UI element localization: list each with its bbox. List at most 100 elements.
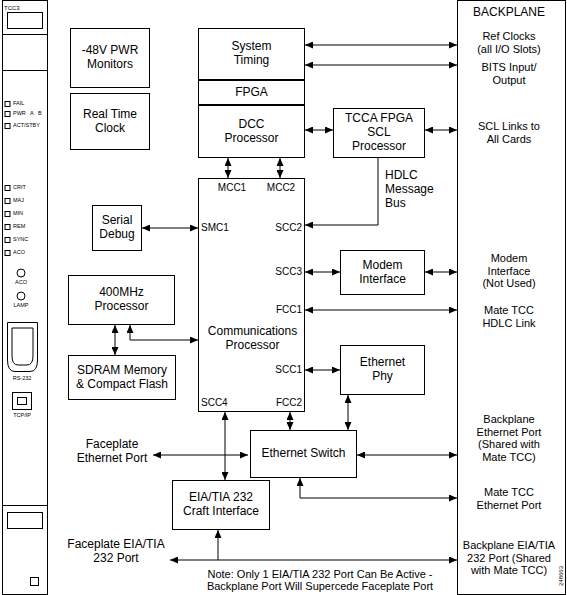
connector (305, 272, 340, 273)
node-text: -48V PWR Monitors (75, 44, 145, 72)
backplane-panel: BACKPLANE Ref Clocks (all I/O Slots) BITS … (457, 0, 566, 595)
node-text: Backplane EIA/TIA 232 Port (Shared with … (460, 539, 558, 577)
faceplate-title: TCC3 (4, 5, 20, 11)
port-name: SMC1 (201, 222, 229, 234)
node-text: EIA/TIA 232 Craft Interface (176, 491, 266, 519)
port-name: MCC2 (267, 182, 295, 194)
process-box: Real Time Clock (70, 93, 150, 150)
connector (425, 130, 457, 131)
process-box: Serial Debug (92, 205, 142, 251)
process-box: -48V PWR Monitors (70, 28, 150, 88)
push-button (17, 269, 25, 277)
node-text: Mate TCC HDLC Link (474, 304, 544, 329)
connector (305, 65, 457, 66)
port-label: TCP/IP (13, 413, 31, 419)
alarm-led-label: REM (13, 224, 25, 230)
port-name: SCC1 (275, 364, 302, 376)
ejector-screw (31, 578, 39, 586)
node-text: Serial Debug (96, 214, 138, 242)
process-box: Ethernet Switch (250, 430, 357, 478)
connector (290, 412, 291, 430)
node-text: Ref Clocks (all I/O Slots) (474, 30, 544, 55)
note: Note: Only 1 EIA/TIA 232 Port Can Be Act… (189, 568, 451, 592)
port-label: RS-232 (13, 376, 32, 382)
connector (305, 158, 378, 225)
led (5, 199, 10, 204)
db9-shell (12, 328, 33, 365)
led (5, 124, 10, 129)
edge-label: HDLC Message Bus (385, 169, 445, 210)
db9-connector (8, 323, 38, 372)
connector (142, 228, 198, 229)
process-box: System Timing (198, 28, 305, 80)
connector (425, 272, 457, 273)
process-box: EIA/TIA 232 Craft Interface (172, 480, 270, 530)
node-text: Ethernet Phy (353, 356, 413, 384)
node-text: Ethernet Switch (261, 447, 345, 461)
rj45-socket (18, 398, 27, 405)
alarm-led-label: MIN (13, 211, 23, 217)
faceplate-ethernet-link (153, 455, 248, 456)
led-label: FAIL (13, 101, 24, 107)
panel-title: BACKPLANE (460, 6, 558, 20)
process-box: 400MHz Processor (68, 275, 175, 325)
port-name: MCC1 (218, 182, 246, 194)
led-label: A (30, 111, 34, 117)
connector (130, 325, 198, 340)
node-text: System Timing (222, 40, 282, 68)
process-box: SDRAM Memory & Compact Flash (68, 355, 176, 400)
connector (218, 530, 457, 560)
led (5, 225, 10, 230)
bottom-ejector (3, 506, 48, 595)
node-text: Modem Interface (348, 259, 418, 287)
connector (305, 45, 457, 46)
process-box: TCCA FPGA SCL Processor (333, 108, 425, 158)
ejector-latch (8, 513, 43, 529)
connector (357, 455, 457, 456)
alarm-led-label: MAJ (13, 198, 24, 204)
process-box: Modem Interface (340, 250, 425, 295)
alarm-led-label: SYNC (13, 237, 28, 243)
faceplate-eia-link (170, 560, 218, 561)
port-label: Faceplate Ethernet Port (73, 438, 151, 466)
connector (348, 395, 349, 430)
port-name: FCC1 (276, 304, 302, 316)
port-name: SCC3 (275, 266, 302, 278)
figure-number: 248663 (558, 566, 564, 586)
alarm-led-label: ACO (13, 250, 25, 256)
connector (305, 370, 340, 371)
port-name: SCC4 (201, 397, 228, 409)
node-text: SCL Links to All Cards (474, 120, 544, 145)
process-box: Ethernet Phy (340, 345, 425, 395)
port-label: Faceplate EIA/TIA 232 Port (66, 538, 166, 566)
led (5, 212, 10, 217)
connector (305, 130, 333, 131)
top-ejector (3, 1, 48, 35)
node-text: BITS Input/ Output (474, 61, 544, 86)
node-text: SDRAM Memory & Compact Flash (72, 364, 172, 392)
card-faceplate (3, 1, 48, 595)
connector (300, 478, 457, 498)
led-label: PWR (13, 111, 26, 117)
node-text: Mate TCC Ethernet Port (469, 486, 549, 511)
led (5, 112, 10, 117)
led (5, 102, 10, 107)
node-text: TCCA FPGA SCL Processor (339, 112, 419, 153)
process-box: FPGA (198, 80, 305, 105)
connector (225, 412, 226, 480)
node-text: 400MHz Processor (77, 286, 167, 314)
led (5, 238, 10, 243)
alarm-led-label: CRIT (13, 185, 26, 191)
node-text: Backplane Ethernet Port (Shared with Mat… (469, 413, 549, 464)
led-label: ACT/STBY (13, 123, 40, 129)
led (5, 251, 10, 256)
node-text: Modem Interface (Not Used) (476, 252, 542, 290)
panel-line (3, 70, 48, 71)
node-text: DCC Processor (217, 118, 287, 146)
button-label: ACO (15, 280, 27, 286)
connector (115, 325, 116, 355)
process-box: DCC Processor (198, 105, 305, 158)
node-text: Real Time Clock (80, 108, 140, 136)
port-name: SCC2 (275, 222, 302, 234)
